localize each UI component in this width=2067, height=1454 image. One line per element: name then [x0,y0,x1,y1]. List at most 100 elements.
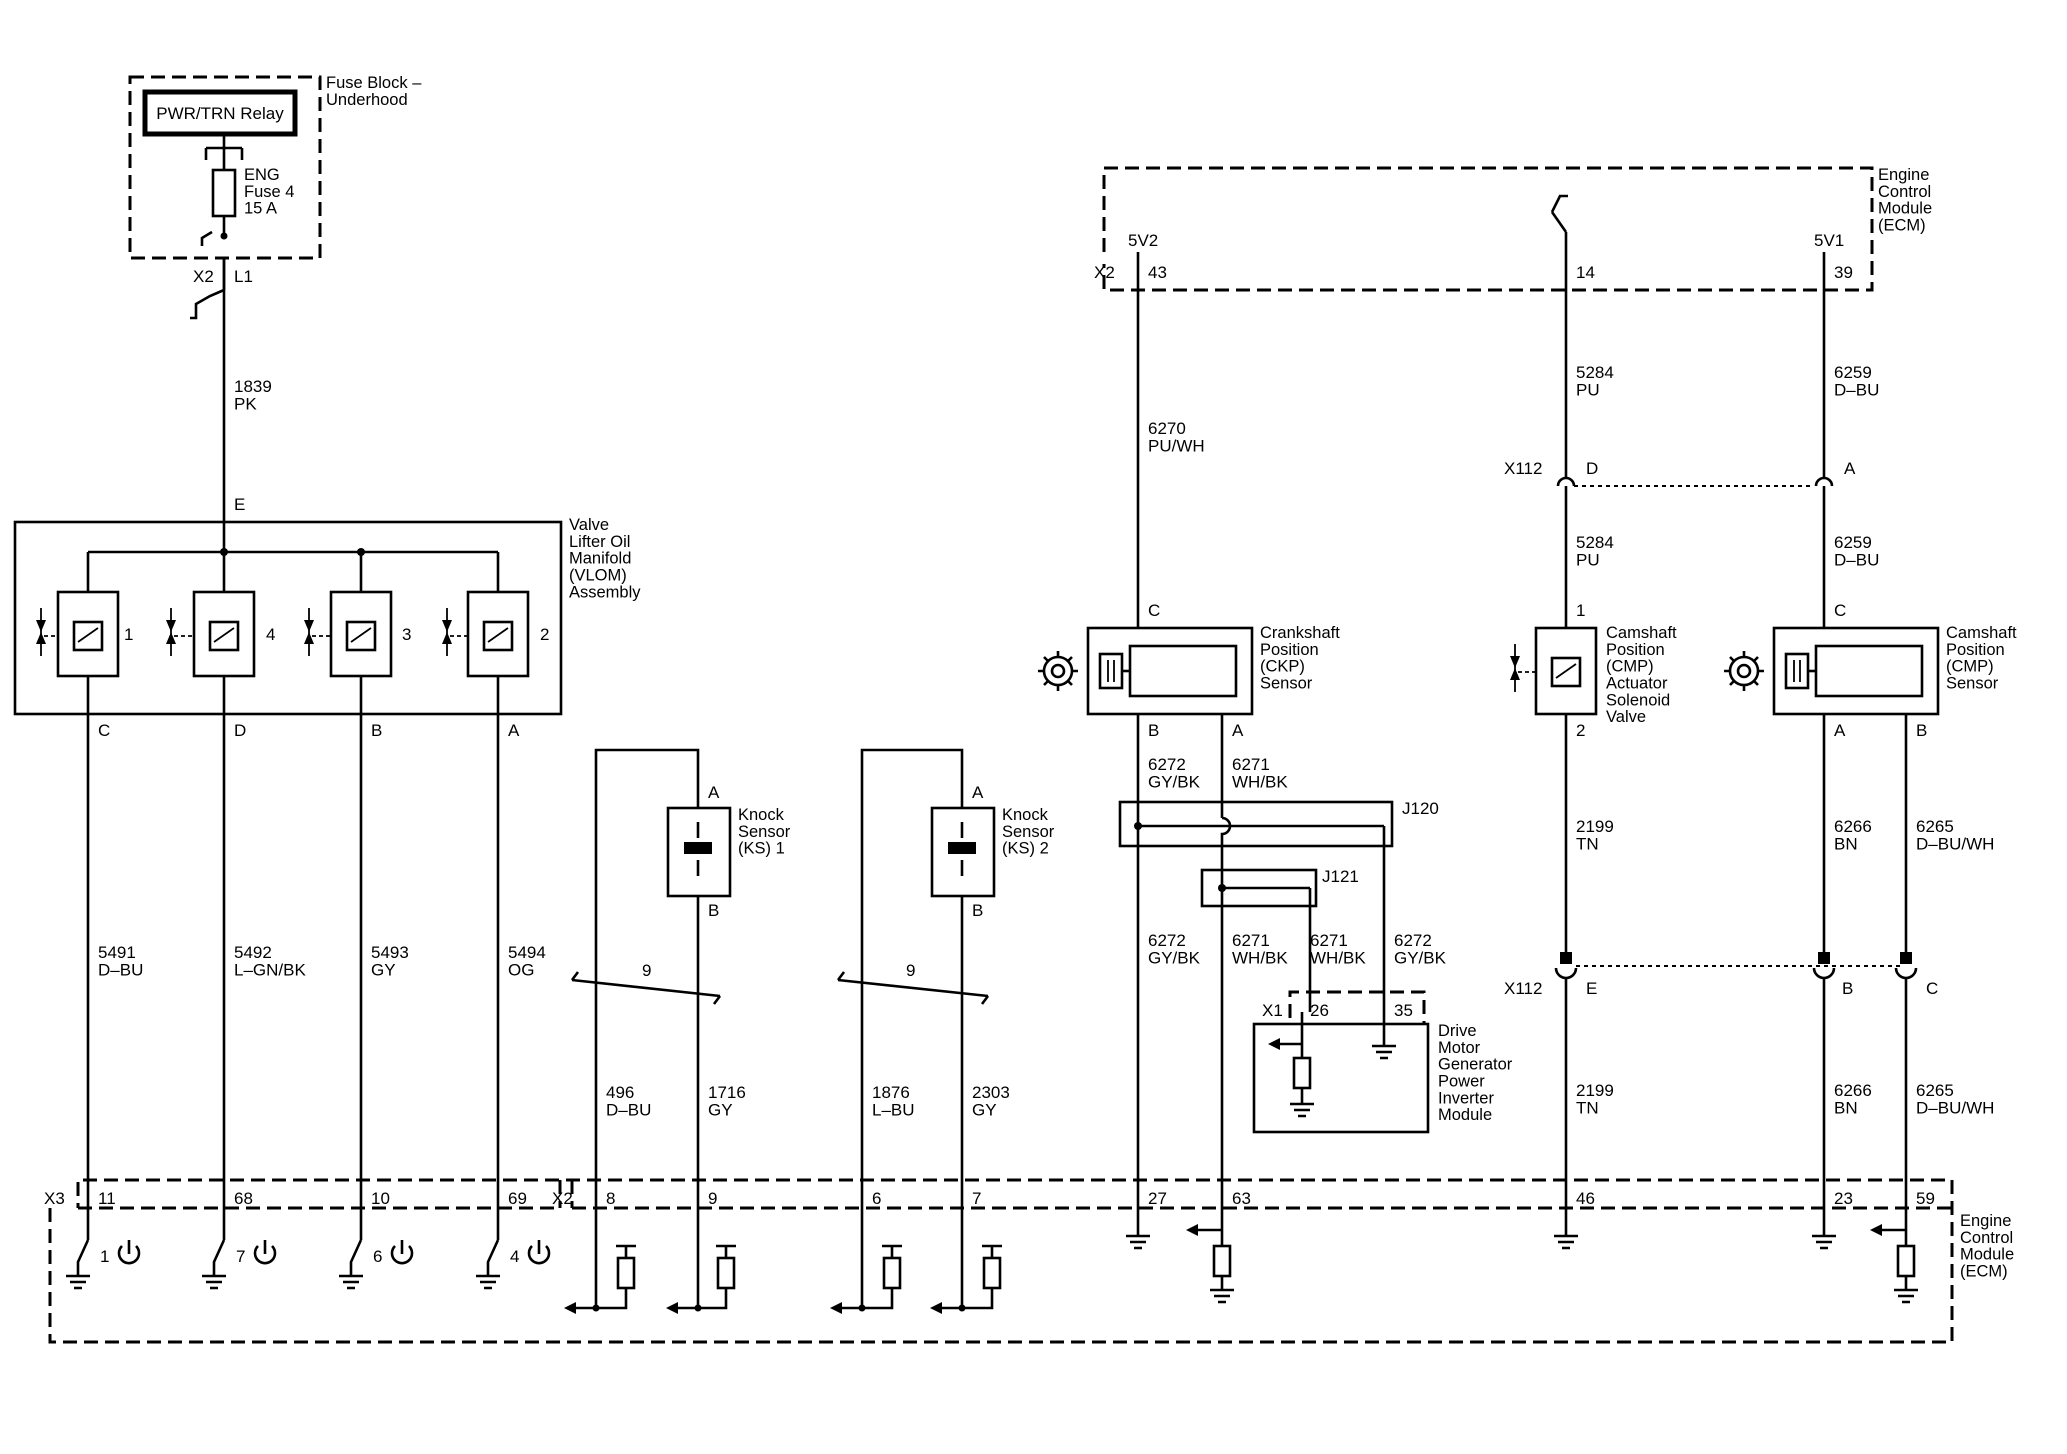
power-icon [527,1240,551,1265]
solenoid-1: 1 [36,552,133,714]
x2-label-ecm-bottom: X2 [552,1189,573,1208]
pin-x112-b: B [1842,979,1853,998]
pin-sol-1: 1 [124,625,133,644]
l1-label: L1 [234,267,253,286]
power-icon [390,1240,414,1265]
x2-label-fuse: X2 [193,267,214,286]
label-5v1: 5V1 [1814,231,1844,250]
pin-vlom-d: D [234,721,246,740]
pin-ecm-27: 27 [1148,1189,1167,1208]
gear-icon [1724,651,1764,691]
relay-label: PWR/TRN Relay [156,104,284,123]
x112-label-bottom: X112 [1504,979,1542,998]
pin-x112-d: D [1586,459,1598,478]
pin-ecm-9: 9 [708,1189,717,1208]
pin-drv-6: 6 [373,1247,382,1266]
pin-ecm-11: 11 [98,1189,116,1208]
pin-ckp-c: C [1148,601,1160,620]
pin-x112-c: C [1926,979,1938,998]
pin-sol-3: 3 [402,625,411,644]
pin-dm-35: 35 [1394,1001,1413,1020]
pin-drv-4: 4 [510,1247,519,1266]
pin-vlom-c: C [98,721,110,740]
pin-dm-26: 26 [1310,1001,1329,1020]
pin-ecm-14: 14 [1576,263,1595,282]
driver-switch-1: 1 [66,1230,141,1290]
pin-ks1-a: A [708,783,720,802]
pin-ecm-8: 8 [606,1189,615,1208]
pin-x112-e: E [1586,979,1597,998]
pin-ecm-10: 10 [371,1189,390,1208]
pin-act-1: 1 [1576,601,1585,620]
pin-ecm-69: 69 [508,1189,527,1208]
pin-ecm-63: 63 [1232,1189,1251,1208]
pin-vlom-e: E [234,495,245,514]
ecm-grounds [1126,1224,1918,1304]
power-icon [253,1240,277,1265]
pin-drv-7: 7 [236,1247,245,1266]
pin-cmp-b: B [1916,721,1927,740]
pin-sol-2: 2 [540,625,549,644]
shield-2: 9 [906,961,915,980]
pin-ecm-46: 46 [1576,1189,1595,1208]
pin-cmp-c: C [1834,601,1846,620]
pin-ecm-7: 7 [972,1189,981,1208]
pin-sol-4: 4 [266,625,275,644]
power-icon [117,1240,141,1265]
pin-ecm-23: 23 [1834,1189,1853,1208]
pin-ckp-b: B [1148,721,1159,740]
pin-ckp-a: A [1232,721,1244,740]
pin-ecm-68: 68 [234,1189,253,1208]
x3-label: X3 [44,1189,65,1208]
pin-vlom-a: A [508,721,520,740]
pin-vlom-b: B [371,721,382,740]
pin-act-2: 2 [1576,721,1585,740]
pin-ks2-a: A [972,783,984,802]
x1-label: X1 [1262,1001,1283,1020]
x2-label-ecm-top: X2 [1094,263,1115,282]
solenoid-3: 3 [304,552,411,714]
solenoid-2: 2 [442,552,549,714]
pin-ecm-43: 43 [1148,263,1167,282]
pin-cmp-a: A [1834,721,1846,740]
